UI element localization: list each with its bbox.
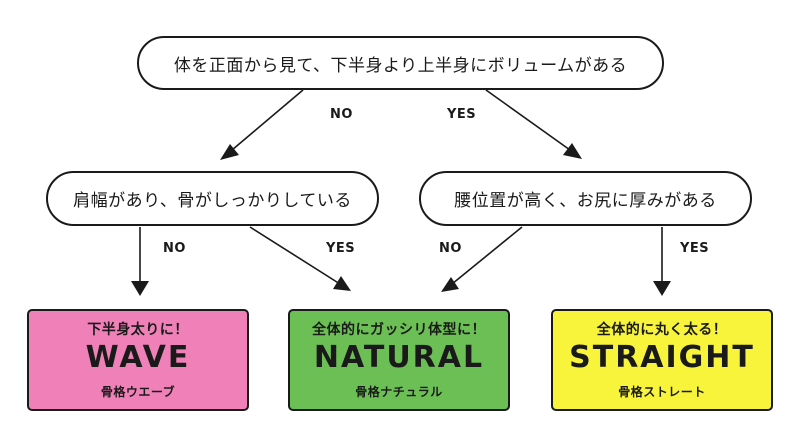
question-upper-body-volume-text: 体を正面から見て、下半身より上半身にボリュームがある (173, 55, 628, 76)
branch-label-q2-no: NO (163, 241, 186, 256)
arrowhead-q1-no (220, 144, 239, 160)
result-card-natural: 全体的にガッシリ体型に！ NATURAL 骨格ナチュラル (288, 309, 510, 411)
result-wave-tagline: 下半身太りに！ (87, 322, 189, 338)
connector-q3-no (451, 226, 523, 285)
result-straight-tagline: 全体的に丸く太る！ (596, 322, 728, 338)
branch-label-q3-no: NO (439, 241, 462, 256)
branch-label-q1-yes: YES (447, 107, 477, 122)
branch-label-q2-yes: YES (326, 241, 356, 256)
result-wave-name: WAVE (85, 340, 191, 375)
result-straight-name: STRAIGHT (569, 340, 755, 375)
connector-q1-yes (485, 89, 571, 151)
result-natural-subtitle: 骨格ナチュラル (355, 385, 443, 399)
question-upper-body-volume: 体を正面から見て、下半身より上半身にボリュームがある (137, 36, 664, 90)
branch-label-q3-yes: YES (680, 241, 710, 256)
branch-label-q1-no: NO (330, 107, 353, 122)
arrowhead-q3-yes (653, 281, 671, 296)
connector-q1-no (231, 89, 304, 151)
connector-q2-yes (249, 226, 341, 285)
arrowhead-q2-no (131, 281, 149, 296)
result-natural-tagline: 全体的にガッシリ体型に！ (312, 322, 486, 338)
arrowhead-q2-yes (333, 276, 351, 291)
result-wave-subtitle: 骨格ウエーブ (100, 385, 176, 399)
question-waist-hips: 腰位置が高く、お尻に厚みがある (419, 171, 752, 226)
question-shoulder-bone: 肩幅があり、骨がしっかりしている (46, 171, 379, 226)
result-card-straight: 全体的に丸く太る！ STRAIGHT 骨格ストレート (551, 309, 773, 411)
result-natural-name: NATURAL (313, 340, 485, 375)
result-card-wave: 下半身太りに！ WAVE 骨格ウエーブ (27, 309, 249, 411)
arrowhead-q3-no (441, 277, 459, 292)
arrowhead-q1-yes (563, 143, 582, 159)
question-shoulder-bone-text: 肩幅があり、骨がしっかりしている (73, 191, 352, 211)
question-waist-hips-text: 腰位置が高く、お尻に厚みがある (454, 191, 717, 211)
result-straight-subtitle: 骨格ストレート (618, 385, 706, 399)
